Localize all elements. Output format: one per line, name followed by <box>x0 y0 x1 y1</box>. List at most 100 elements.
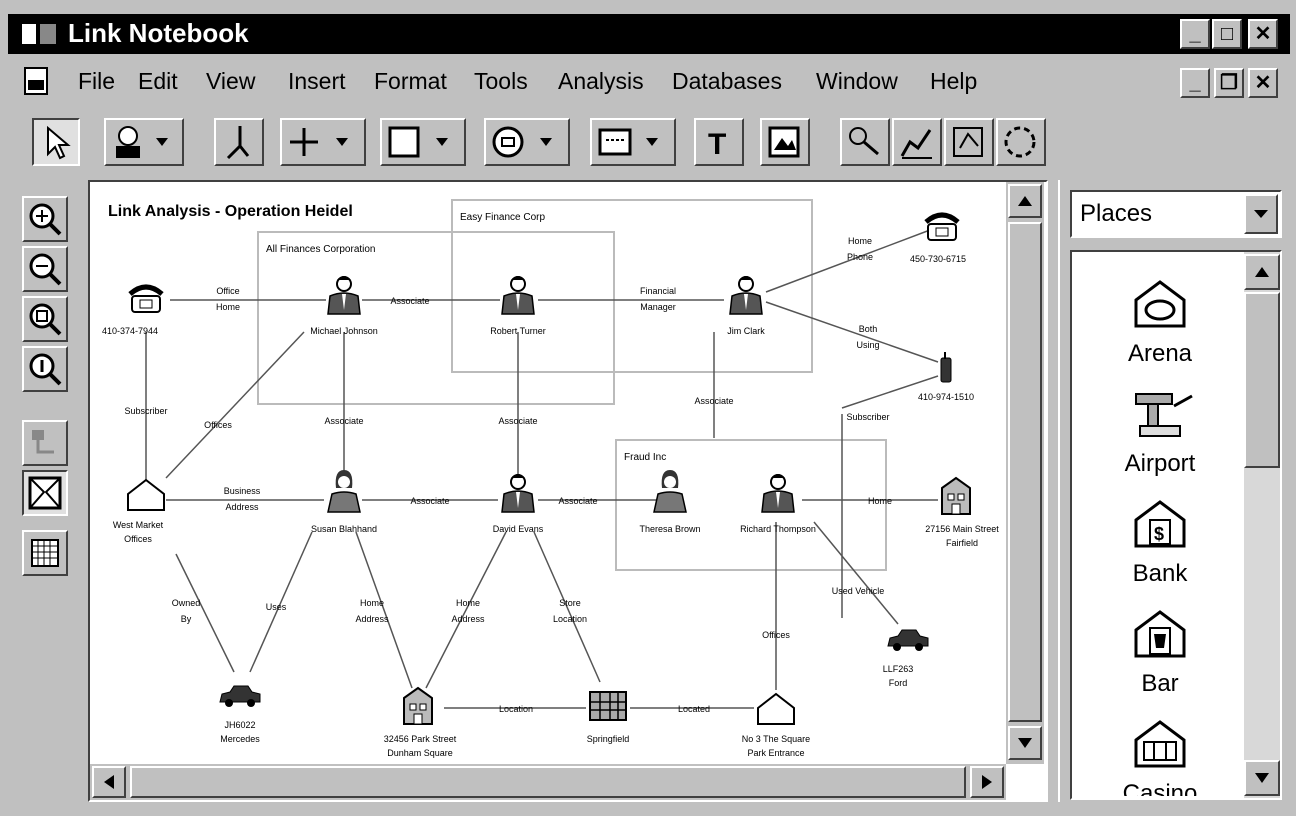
menu-analysis[interactable]: Analysis <box>558 68 644 94</box>
select-tool-button[interactable] <box>32 118 80 166</box>
group-box-fraud-inc[interactable] <box>615 439 887 571</box>
link-tool-button[interactable] <box>214 118 264 166</box>
title-bar[interactable]: Link Notebook _ □ ✕ <box>8 14 1290 54</box>
menu-format[interactable]: Format <box>374 68 447 94</box>
node-susan-blahhand[interactable]: Susan Blahhand <box>311 469 377 534</box>
analysis-tool-button-3[interactable] <box>944 118 994 166</box>
app-icon <box>22 24 56 44</box>
node-label: Park Entrance <box>747 748 804 758</box>
palette-scroll-up-button[interactable] <box>1244 254 1280 290</box>
vertical-scrollbar[interactable] <box>1006 182 1044 764</box>
dropdown-arrow-button[interactable] <box>1244 194 1278 234</box>
scroll-thumb[interactable] <box>1008 222 1042 722</box>
child-minimize-button[interactable]: _ <box>1180 68 1210 98</box>
places-dropdown[interactable]: Places <box>1070 190 1282 238</box>
chart-canvas-frame[interactable]: Link Analysis - Operation Heidel All Fin… <box>88 180 1048 802</box>
analysis-tool-button-1[interactable] <box>840 118 890 166</box>
node-phone-2[interactable]: 450-730-6715 <box>910 215 966 264</box>
group-label-easy-finance: Easy Finance Corp <box>460 212 545 223</box>
menu-window[interactable]: Window <box>816 68 898 94</box>
node-park-street[interactable]: 32456 Park Street Dunham Square <box>384 687 457 758</box>
link-label: Office <box>216 286 239 296</box>
node-west-market[interactable]: West Market Offices <box>113 479 165 544</box>
node-phone-1[interactable]: 410-374-7944 <box>102 287 162 336</box>
node-jim-clark[interactable]: Jim Clark <box>727 275 765 336</box>
link-label: Home <box>216 302 240 312</box>
image-tool-button[interactable] <box>760 118 810 166</box>
link-chart[interactable]: Link Analysis - Operation Heidel All Fin… <box>90 182 1006 764</box>
menu-insert[interactable]: Insert <box>288 68 346 94</box>
box-tool-button[interactable] <box>380 118 466 166</box>
analysis-tool-button-2[interactable] <box>892 118 942 166</box>
car-icon <box>219 685 261 708</box>
grid-button[interactable] <box>22 530 68 576</box>
scroll-h-thumb[interactable] <box>130 766 966 798</box>
woman-icon <box>327 469 361 513</box>
frame-button[interactable] <box>22 470 68 516</box>
node-label: 32456 Park Street <box>384 734 457 744</box>
node-springfield[interactable]: Springfield <box>587 691 630 744</box>
menu-edit[interactable]: Edit <box>138 68 178 94</box>
phone-icon <box>130 287 162 312</box>
node-michael-johnson[interactable]: Michael Johnson <box>310 275 378 336</box>
add-tool-button[interactable] <box>280 118 366 166</box>
layout-button[interactable] <box>22 420 68 466</box>
scroll-left-button[interactable] <box>92 766 126 798</box>
person-tool-button[interactable] <box>104 118 184 166</box>
horizontal-scrollbar[interactable] <box>90 764 1006 800</box>
maximize-button[interactable]: □ <box>1212 19 1242 49</box>
arrow-left-icon <box>104 775 114 789</box>
minimize-button[interactable]: _ <box>1180 19 1210 49</box>
palette-scrollbar[interactable] <box>1244 252 1280 798</box>
window-title: Link Notebook <box>68 18 249 48</box>
menu-view[interactable]: View <box>206 68 256 94</box>
palette-item-casino[interactable]: Casino <box>1080 718 1240 796</box>
node-label: Offices <box>124 534 152 544</box>
building-icon <box>403 687 433 725</box>
analysis-tool-button-4[interactable] <box>996 118 1046 166</box>
places-palette[interactable]: Arena Airport $ Bank Bar Casino <box>1070 250 1282 800</box>
group-box-all-finances[interactable] <box>257 231 615 405</box>
node-theresa-brown[interactable]: Theresa Brown <box>639 469 701 534</box>
label-icon <box>598 128 658 156</box>
child-restore-button[interactable]: ❐ <box>1214 68 1244 98</box>
palette-item-bank[interactable]: $ Bank <box>1080 498 1240 598</box>
node-the-square[interactable]: No 3 The Square Park Entrance <box>742 693 810 758</box>
group-box-easy-finance[interactable] <box>451 199 813 373</box>
label-tool-button[interactable] <box>590 118 676 166</box>
scroll-down-button[interactable] <box>1008 726 1042 760</box>
node-car-ford[interactable]: LLF263 Ford <box>883 629 929 688</box>
child-close-button[interactable]: ✕ <box>1248 68 1278 98</box>
node-robert-turner[interactable]: Robert Turner <box>490 275 546 336</box>
palette-item-bar[interactable]: Bar <box>1080 608 1240 708</box>
link-label: Location <box>499 704 533 714</box>
text-tool-button[interactable]: T <box>694 118 744 166</box>
node-label: Jim Clark <box>727 326 765 336</box>
zoom-actual-button[interactable] <box>22 346 68 392</box>
zoom-in-button[interactable] <box>22 196 68 242</box>
scroll-right-button[interactable] <box>970 766 1004 798</box>
close-button[interactable]: ✕ <box>1248 19 1278 49</box>
menu-file[interactable]: File <box>78 68 116 94</box>
node-david-evans[interactable]: David Evans <box>493 473 544 534</box>
palette-item-airport[interactable]: Airport <box>1080 388 1240 488</box>
person-icon <box>501 473 535 513</box>
scroll-up-button[interactable] <box>1008 184 1042 218</box>
zoom-fit-button[interactable] <box>22 296 68 342</box>
node-car-mercedes[interactable]: JH6022 Mercedes <box>219 685 261 744</box>
palette-scroll-thumb[interactable] <box>1244 292 1280 468</box>
menu-databases[interactable]: Databases <box>672 68 782 94</box>
menu-help[interactable]: Help <box>930 68 978 94</box>
chart-title: Link Analysis - Operation Heidel <box>108 203 353 220</box>
arrow-right-icon <box>982 775 992 789</box>
layout-icon <box>32 430 54 454</box>
node-main-street[interactable]: 27156 Main Street Fairfield <box>925 477 999 548</box>
palette-item-arena[interactable]: Arena <box>1080 278 1240 378</box>
palette-scroll-down-button[interactable] <box>1244 760 1280 796</box>
circle-tool-button[interactable] <box>484 118 570 166</box>
zoom-out-button[interactable] <box>22 246 68 292</box>
menu-tools[interactable]: Tools <box>474 68 528 94</box>
node-richard-thompson[interactable]: Richard Thompson <box>740 473 816 534</box>
node-cell-phone[interactable]: 410-974-1510 <box>918 351 974 402</box>
palette-label: Arena <box>1127 340 1193 367</box>
